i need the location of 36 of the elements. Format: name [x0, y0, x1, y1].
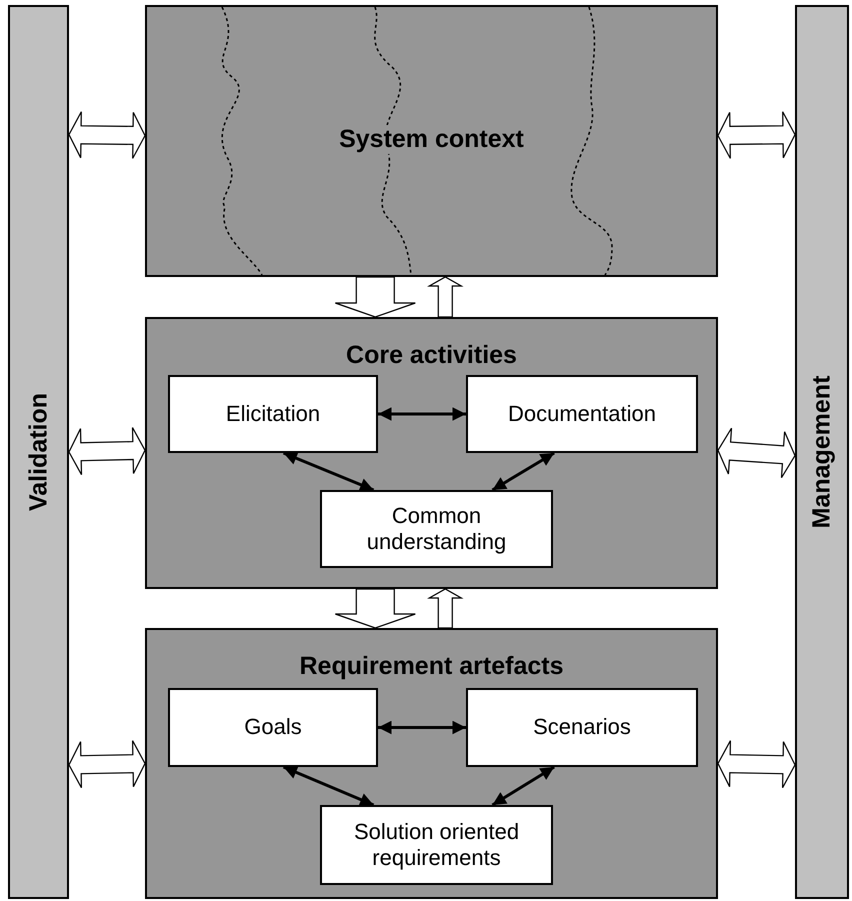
box-label: Documentation: [508, 400, 656, 428]
arrow: [282, 766, 374, 806]
box-label: Scenarios: [533, 714, 631, 741]
block-arrow: [334, 588, 416, 629]
process-box: [466, 375, 698, 453]
process-box: [168, 375, 378, 453]
group-panel: [145, 317, 718, 589]
block-arrow: [334, 276, 416, 318]
group-panel: [145, 628, 718, 899]
block-arrow: [717, 111, 796, 159]
block-arrow: [68, 111, 146, 159]
process-box: [320, 805, 553, 885]
block-arrow: [427, 588, 464, 629]
side-label: Management: [808, 376, 836, 528]
group-panel: [145, 5, 718, 277]
box-label: Elicitation: [226, 400, 320, 428]
block-arrow: [717, 740, 796, 788]
box-label: Solution oriented requirements: [352, 818, 520, 872]
arrow: [378, 407, 466, 421]
arrow: [378, 720, 466, 734]
arrow: [492, 452, 555, 492]
block-arrow: [717, 428, 796, 478]
process-box: [466, 688, 698, 767]
process-box: [168, 688, 378, 767]
side-label: Validation: [24, 392, 53, 512]
block-arrow: [68, 740, 146, 788]
box-label: Goals: [244, 714, 302, 741]
block-arrow: [427, 276, 464, 318]
box-label: Common understanding: [366, 502, 508, 556]
group-title: System context: [337, 125, 526, 154]
block-arrow: [68, 427, 146, 476]
side-bar: [8, 5, 69, 899]
arrow: [282, 452, 374, 492]
process-box: [320, 490, 553, 568]
side-bar: [795, 5, 849, 899]
arrow: [492, 766, 555, 806]
